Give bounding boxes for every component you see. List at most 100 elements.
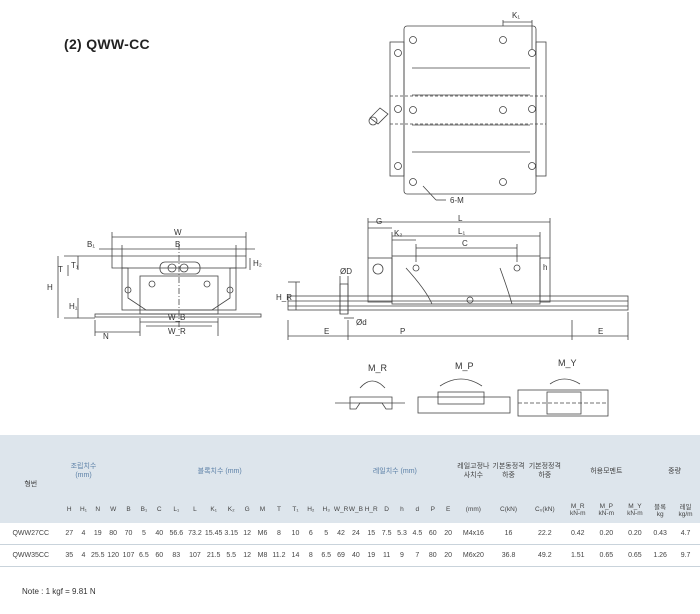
cell: 107 xyxy=(120,544,137,567)
label-c: C xyxy=(462,239,468,248)
cell-rail: 4.7 xyxy=(671,523,700,545)
cell: 69 xyxy=(333,544,349,567)
label-phi-d: ØD xyxy=(340,267,352,276)
top-view xyxy=(368,20,547,201)
cell: 40 xyxy=(151,523,167,545)
label-h2: H₂ xyxy=(253,259,262,268)
cell: 8 xyxy=(270,523,288,545)
label-k1: K₁ xyxy=(512,11,520,20)
cell: 80 xyxy=(105,523,121,545)
header-assembly: 조립치수 (mm) xyxy=(61,446,106,496)
col-header: M xyxy=(254,496,271,523)
cell-bolt: M6x20 xyxy=(455,544,491,567)
label-t: T xyxy=(58,265,63,274)
cell: 25.5 xyxy=(90,544,106,567)
table-column-header-row: H H₁ N W B B₁ C L₁ L K₁ K₂ G M T T₁ H₂ H… xyxy=(0,496,700,523)
model-cell: QWW27CC xyxy=(0,523,62,545)
cell: 10 xyxy=(287,523,304,545)
col-header: B xyxy=(120,496,137,523)
cell-dynamic: 36.8 xyxy=(490,544,527,567)
label-l: L xyxy=(458,214,463,223)
label-mr: M_R xyxy=(368,363,388,373)
technical-drawing: K₁ 6-M W B₁ B T T₁ H₂ H H₁ N W_B W_R G L… xyxy=(47,11,629,417)
cell: 7 xyxy=(409,544,426,567)
cell: 20 xyxy=(440,523,456,545)
label-h: H xyxy=(47,283,53,292)
side-view xyxy=(287,218,629,340)
cell: 11 xyxy=(378,544,395,567)
header-block: 블록치수 (mm) xyxy=(105,446,334,496)
col-header: H₂ xyxy=(303,496,319,523)
label-b: B xyxy=(175,240,180,249)
label-hr: H_R xyxy=(276,293,292,302)
cell: M8 xyxy=(254,544,271,567)
page-title: (2) QWW-CC xyxy=(64,36,150,52)
cell: 120 xyxy=(105,544,121,567)
cell: 19 xyxy=(90,523,106,545)
header-static: 기본정정격하중 xyxy=(526,446,564,496)
cell-block: 1.26 xyxy=(649,544,672,567)
label-p: P xyxy=(400,327,405,336)
cell: 60 xyxy=(425,523,441,545)
label-h1: H₁ xyxy=(69,302,78,311)
col-header: E xyxy=(440,496,456,523)
col-header: L₁ xyxy=(166,496,186,523)
cell-block: 0.43 xyxy=(649,523,672,545)
cell-mr: 1.51 xyxy=(563,544,593,567)
cell: 70 xyxy=(120,523,137,545)
header-moment: 허용모멘트 xyxy=(563,446,650,496)
cell: 4.5 xyxy=(409,523,426,545)
header-weight: 중량 xyxy=(649,446,700,496)
front-view xyxy=(57,232,262,336)
cell: 7.5 xyxy=(378,523,395,545)
header-bolt: 레일고정나사치수 xyxy=(455,446,491,496)
cell: 9 xyxy=(394,544,410,567)
col-header: W xyxy=(105,496,121,523)
cell: 24 xyxy=(348,523,364,545)
cell: 73.2 xyxy=(185,523,205,545)
col-header: C xyxy=(151,496,167,523)
col-header: K₁ xyxy=(204,496,223,523)
cell: 40 xyxy=(348,544,364,567)
cell: 107 xyxy=(185,544,205,567)
cell: 27 xyxy=(61,523,77,545)
cell: 12 xyxy=(239,544,255,567)
col-header-bolt-unit: (mm) xyxy=(455,496,491,523)
col-header: K₂ xyxy=(222,496,240,523)
header-model: 형번 xyxy=(0,446,62,523)
table-row: QWW27CC 27 4 19 80 70 5 40 56.6 73.2 15.… xyxy=(0,523,700,545)
cell-mp: 0.20 xyxy=(592,523,621,545)
col-header: H_R xyxy=(363,496,379,523)
col-header: L xyxy=(185,496,205,523)
cell: 15.45 xyxy=(204,523,223,545)
header-rail: 레일치수 (mm) xyxy=(333,446,456,496)
col-header: N xyxy=(90,496,106,523)
label-n: N xyxy=(103,332,109,341)
col-header: H xyxy=(61,496,77,523)
table-row: QWW35CC 35 4 25.5 120 107 6.5 60 83 107 … xyxy=(0,544,700,567)
label-h-small: h xyxy=(543,263,547,272)
cell: 14 xyxy=(287,544,304,567)
cell: 19 xyxy=(363,544,379,567)
cell: 8 xyxy=(303,544,319,567)
cell-static: 22.2 xyxy=(526,523,564,545)
cell: 80 xyxy=(425,544,441,567)
model-cell: QWW35CC xyxy=(0,544,62,567)
cell: 5 xyxy=(318,523,334,545)
label-wr: W_R xyxy=(168,327,186,336)
cell: 21.5 xyxy=(204,544,223,567)
cell: 60 xyxy=(151,544,167,567)
label-wb: W_B xyxy=(168,313,185,322)
table-group-row: 형번 조립치수 (mm) 블록치수 (mm) 레일치수 (mm) 레일고정나사치… xyxy=(0,446,700,523)
cell: 6.5 xyxy=(136,544,152,567)
cell-my: 0.20 xyxy=(620,523,650,545)
spec-table: 형번 조립치수 (mm) 블록치수 (mm) 레일치수 (mm) 레일고정나사치… xyxy=(0,435,700,567)
col-header: d xyxy=(409,496,426,523)
label-mp: M_P xyxy=(455,361,474,371)
cell: 5.3 xyxy=(394,523,410,545)
